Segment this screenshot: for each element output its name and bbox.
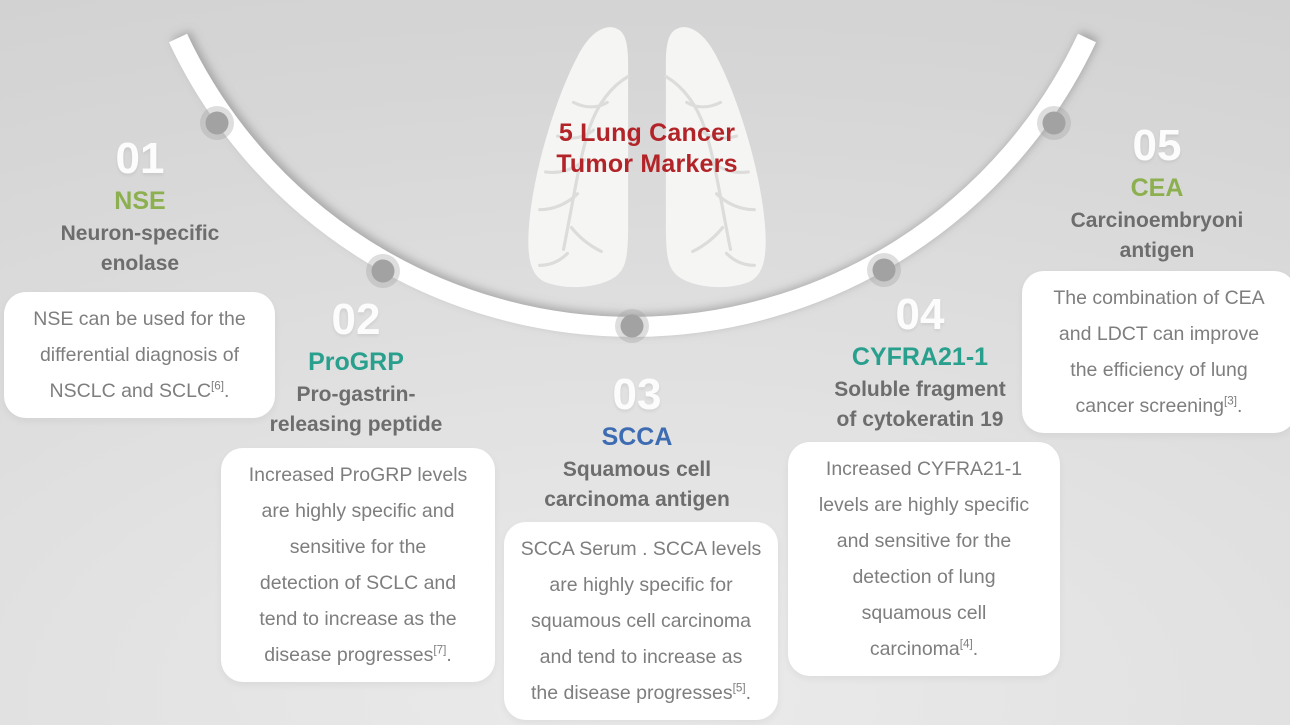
marker-section-cea: 05 CEA Carcinoembryoni antigen xyxy=(1016,122,1290,266)
marker-name: NSE xyxy=(114,187,166,215)
card-line: Increased ProGRP levels xyxy=(248,464,468,486)
reference-superscript: [3] xyxy=(1224,394,1238,408)
marker-section-nse: 01 NSE Neuron-specific enolase xyxy=(0,135,280,279)
marker-card-cea: The combination of CEA and LDCT can impr… xyxy=(1022,271,1290,433)
card-line: squamous cell xyxy=(861,602,987,624)
marker-subtitle: Neuron-specific enolase xyxy=(60,222,220,275)
card-line: and tend to increase as xyxy=(539,646,743,668)
card-last-line: NSCLC and SCLC[6]. xyxy=(49,379,230,402)
timeline-dot xyxy=(615,309,649,343)
reference-superscript: [5] xyxy=(732,681,746,695)
card-line: are highly specific and xyxy=(261,500,455,522)
main-title-line: 5 Lung Cancer xyxy=(558,119,736,147)
card-line: the efficiency of lung xyxy=(1070,359,1248,381)
card-line: levels are highly specific xyxy=(818,494,1030,516)
timeline-dot xyxy=(366,254,400,288)
marker-section-scca: 03 SCCA Squamous cell carcinoma antigen xyxy=(497,371,777,515)
marker-section-cyfra: 04 CYFRA21-1 Soluble fragment of cytoker… xyxy=(780,291,1060,435)
card-line: are highly specific for xyxy=(549,574,733,596)
marker-subtitle: Squamous cell carcinoma antigen xyxy=(544,458,730,511)
timeline-dot xyxy=(200,106,234,140)
marker-subtitle: Pro-gastrin- releasing peptide xyxy=(269,383,443,436)
bronchi-branches xyxy=(538,74,756,267)
marker-number: 05 xyxy=(1132,121,1182,170)
timeline-dot xyxy=(1037,106,1071,140)
reference-superscript: [4] xyxy=(959,637,973,651)
card-last-line: the disease progresses[5]. xyxy=(530,681,752,704)
card-line: tend to increase as the xyxy=(259,608,457,630)
card-line: NSE can be used for the xyxy=(33,308,246,330)
marker-card-nse: NSE can be used for the differential dia… xyxy=(4,292,275,418)
main-title: 5 Lung Cancer Tumor Markers xyxy=(488,118,806,180)
card-line: and LDCT can improve xyxy=(1058,323,1260,345)
marker-section-progrp: 02 ProGRP Pro-gastrin- releasing peptide xyxy=(216,296,496,440)
marker-subtitle: Soluble fragment of cytokeratin 19 xyxy=(834,378,1006,431)
marker-card-scca: SCCA Serum . SCCA levels are highly spec… xyxy=(504,522,778,720)
card-last-line: disease progresses[7]. xyxy=(264,643,452,666)
reference-superscript: [6] xyxy=(211,379,225,393)
marker-name: SCCA xyxy=(601,423,673,451)
marker-card-progrp: Increased ProGRP levels are highly speci… xyxy=(221,448,495,682)
main-title-line: Tumor Markers xyxy=(556,150,738,178)
marker-name: CEA xyxy=(1130,174,1184,202)
card-line: detection of lung xyxy=(852,566,996,588)
marker-name: ProGRP xyxy=(308,348,404,376)
marker-number: 04 xyxy=(895,290,945,339)
marker-number: 03 xyxy=(612,370,662,419)
marker-name: CYFRA21-1 xyxy=(851,343,989,371)
timeline-dot xyxy=(867,253,901,287)
card-line: and sensitive for the xyxy=(836,530,1012,552)
card-line: detection of SCLC and xyxy=(259,572,457,594)
card-line: Increased CYFRA21-1 xyxy=(825,458,1023,480)
card-line: differential diagnosis of xyxy=(39,344,240,366)
marker-card-cyfra: Increased CYFRA21-1 levels are highly sp… xyxy=(788,442,1060,676)
card-line: squamous cell carcinoma xyxy=(530,610,751,632)
card-line: sensitive for the xyxy=(289,536,427,558)
marker-number: 01 xyxy=(115,134,165,183)
card-last-line: cancer screening[3]. xyxy=(1075,394,1243,417)
lung-lobes xyxy=(528,27,766,288)
timeline-dots xyxy=(200,106,1071,343)
lungs-icon xyxy=(528,27,766,288)
marker-subtitle: Carcinoembryoni antigen xyxy=(1070,209,1244,262)
marker-number: 02 xyxy=(331,295,381,344)
card-line: The combination of CEA xyxy=(1053,287,1265,309)
reference-superscript: [7] xyxy=(433,643,447,657)
card-last-line: carcinoma[4]. xyxy=(869,637,979,660)
card-line: SCCA Serum . SCCA levels xyxy=(520,538,762,560)
timeline-arc xyxy=(171,30,1100,343)
